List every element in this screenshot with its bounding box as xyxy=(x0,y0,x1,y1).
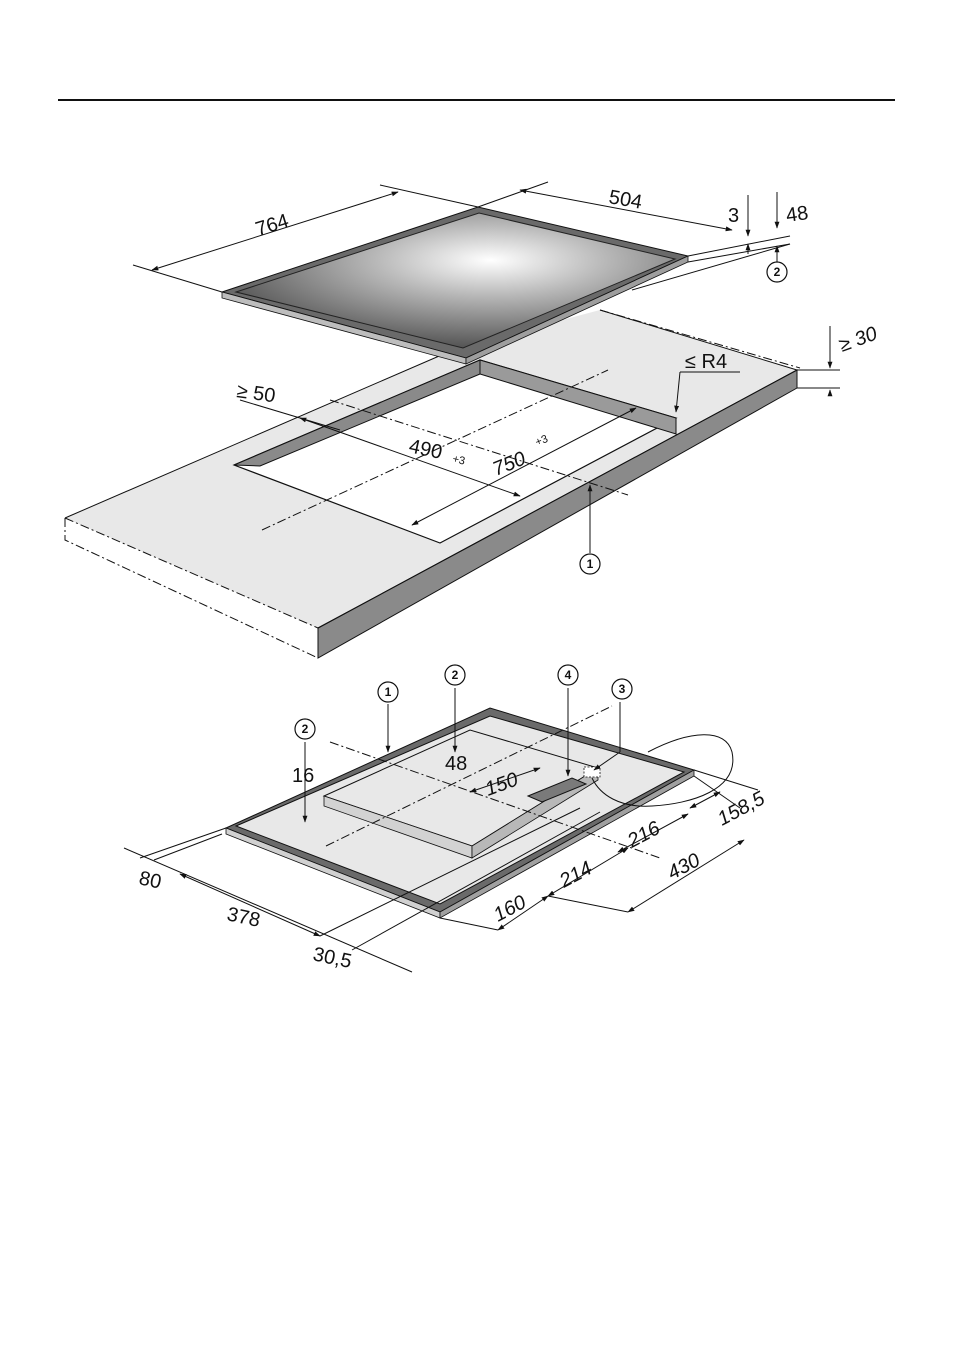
dim-48: 48 xyxy=(785,202,810,227)
dim-764: 764 xyxy=(253,210,291,241)
dim-504: 504 xyxy=(607,186,644,213)
callout-top-2: 2 xyxy=(767,262,787,282)
callout-bottom-3: 3 xyxy=(612,679,632,699)
dim-min-30: ≥ 30 xyxy=(836,323,880,357)
dim-3: 3 xyxy=(728,205,739,227)
callout-label: 3 xyxy=(619,682,626,696)
dim-158-5: 158,5 xyxy=(714,787,769,830)
dim-r4: ≤ R4 xyxy=(685,351,727,373)
callout-label: 4 xyxy=(565,668,572,682)
callout-top-1: 1 xyxy=(580,554,600,574)
callout-label: 1 xyxy=(385,685,392,699)
dim-490-tolerance: +3 xyxy=(451,453,466,467)
dim-430: 430 xyxy=(664,849,704,884)
callout-label: 2 xyxy=(774,265,781,279)
dim-30-5: 30,5 xyxy=(311,943,354,973)
callout-label: 2 xyxy=(452,668,459,682)
dim-16: 16 xyxy=(292,765,314,787)
dim-216: 216 xyxy=(623,817,664,853)
callout-bottom-4: 4 xyxy=(558,665,578,685)
dim-160: 160 xyxy=(490,891,530,926)
callout-bottom-2b: 2 xyxy=(295,719,315,739)
callout-label: 1 xyxy=(587,557,594,571)
callout-bottom-1: 1 xyxy=(378,682,398,702)
dim-80: 80 xyxy=(137,867,163,893)
dim-min-50: ≥ 50 xyxy=(235,380,276,407)
callout-bottom-2a: 2 xyxy=(445,665,465,685)
callout-label: 2 xyxy=(302,722,309,736)
dim-48-bottom: 48 xyxy=(445,753,467,775)
connection-terminal xyxy=(584,767,600,777)
